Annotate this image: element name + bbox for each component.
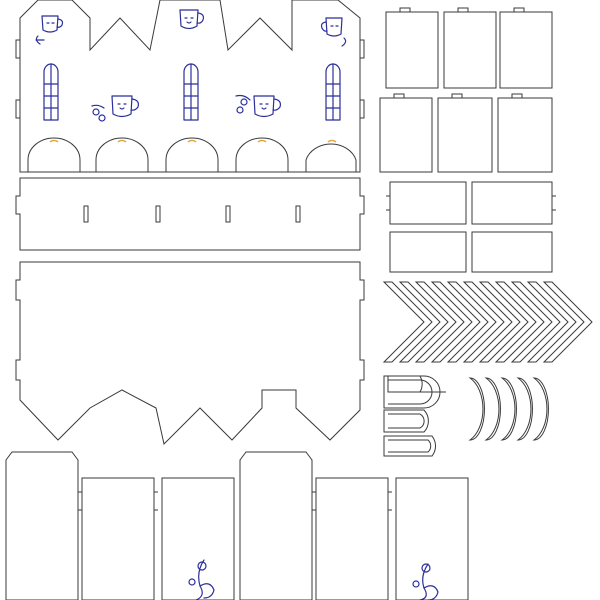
crescent-piece xyxy=(516,377,533,441)
mug-icon xyxy=(179,9,205,30)
arch-u-pieces xyxy=(383,375,446,457)
berry-icon xyxy=(91,104,106,122)
chevron-bracket xyxy=(510,281,561,363)
chevron-bracket xyxy=(542,281,593,363)
hinge-mark xyxy=(49,139,59,143)
chevron-bracket xyxy=(414,281,465,363)
chevron-bracket xyxy=(462,281,513,363)
chevron-bracket xyxy=(446,281,497,363)
flower-vine-icon xyxy=(188,559,215,600)
berry-icon xyxy=(235,94,251,114)
crescent-pieces xyxy=(468,377,549,441)
bottom-panels xyxy=(5,451,469,600)
mug-icon xyxy=(35,15,64,45)
mug-icon xyxy=(253,95,281,118)
hinge-mark xyxy=(257,139,267,143)
chevron-bracket xyxy=(382,281,433,363)
chevron-bracket xyxy=(430,281,481,363)
crescent-piece xyxy=(532,377,549,441)
arched-window-icon xyxy=(43,63,59,121)
chevron-bracket xyxy=(494,281,545,363)
base-strip-panel xyxy=(15,177,365,251)
mug-icon xyxy=(320,17,347,47)
arched-window-icon xyxy=(325,63,341,121)
crescent-piece xyxy=(484,377,501,441)
arched-window-icon xyxy=(183,63,199,121)
crescent-piece xyxy=(468,377,485,441)
chevron-brackets xyxy=(382,281,593,363)
front-facade-panel xyxy=(15,0,365,173)
chevron-bracket xyxy=(398,281,449,363)
mug-icon xyxy=(111,95,139,118)
floor-pieces xyxy=(386,181,556,273)
chevron-bracket xyxy=(526,281,577,363)
flower-vine-icon xyxy=(412,563,439,600)
chevron-bracket xyxy=(478,281,529,363)
side-panels xyxy=(379,7,553,173)
hinge-mark xyxy=(117,139,127,143)
back-panel xyxy=(15,261,365,445)
hinge-mark xyxy=(187,139,197,143)
hinge-mark xyxy=(327,139,337,143)
crescent-piece xyxy=(500,377,517,441)
